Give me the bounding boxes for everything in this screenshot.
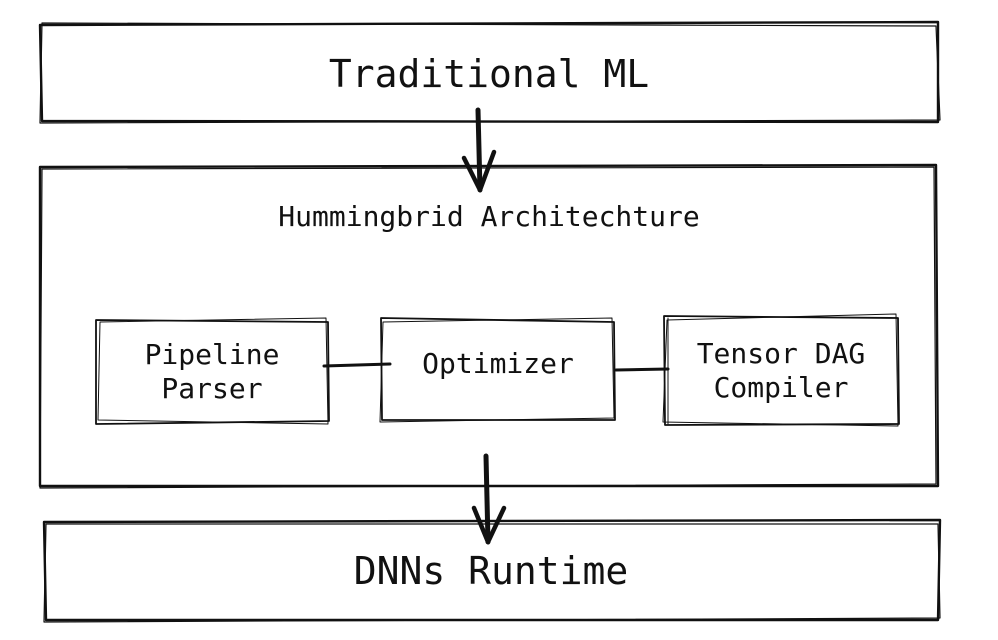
optimizer-line1: Optimizer (422, 347, 574, 381)
optimizer-label: Optimizer (381, 322, 615, 420)
connector-optimizer-compiler (614, 367, 670, 372)
traditional-ml-label: Traditional ML (40, 28, 938, 122)
dnns-runtime-label: DNNs Runtime (44, 524, 938, 620)
tensor-dag-compiler-line2: Compiler (713, 371, 849, 404)
architecture-title: Hummingbrid Architechture (278, 200, 700, 233)
tensor-dag-compiler-line1: Tensor DAG (696, 337, 866, 371)
dnns-runtime-text: DNNs Runtime (353, 549, 629, 594)
pipeline-parser-line2: Parser (161, 372, 263, 405)
arrow-down-top (461, 107, 497, 193)
traditional-ml-text: Traditional ML (328, 52, 650, 97)
pipeline-parser-label: Pipeline Parser (96, 322, 328, 422)
tensor-dag-compiler-label: Tensor DAG Compiler (664, 318, 898, 424)
pipeline-parser-line1: Pipeline (144, 338, 280, 372)
